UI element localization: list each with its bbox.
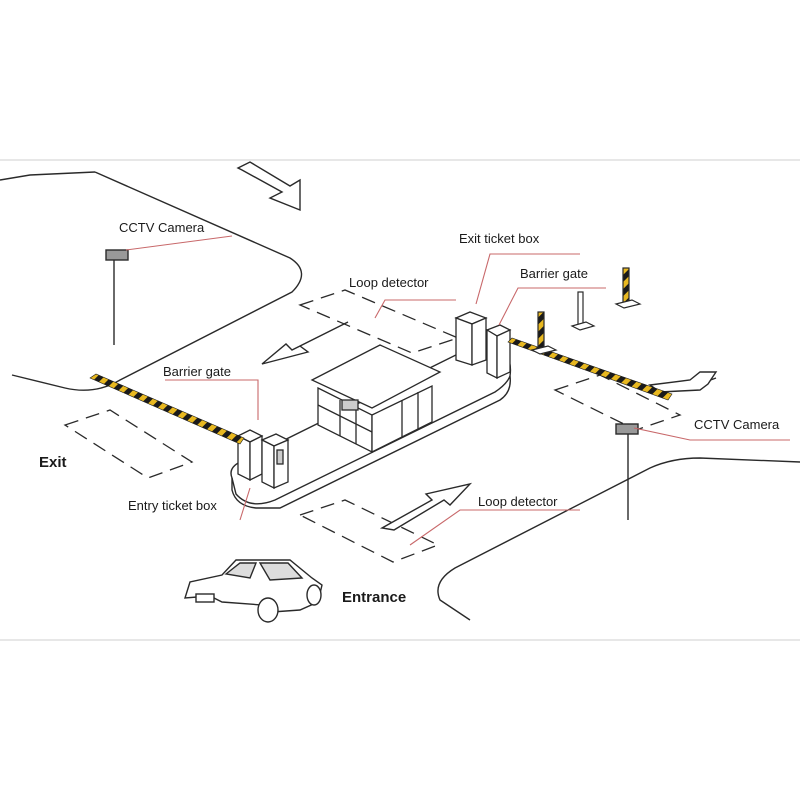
car-wheel-front [257, 597, 279, 623]
entry-ticket-box [236, 429, 290, 490]
label-barrier-gate-left: Barrier gate [163, 364, 231, 379]
barrier-arm-right [507, 337, 673, 401]
arrow-entrance-lane [379, 482, 473, 531]
curb-top-left [11, 171, 303, 391]
car [184, 559, 323, 623]
label-entry-ticket-box: Entry ticket box [128, 498, 217, 513]
exit-ticket-box [454, 311, 512, 380]
arrow-exit-lane [261, 321, 349, 365]
leader-entry-ticket-box [239, 487, 251, 521]
barrier-arm-left [89, 373, 245, 445]
label-loop-detector-top: Loop detector [349, 275, 429, 290]
loop-area-top [298, 289, 460, 354]
loop-areas [63, 289, 682, 563]
leader-loop-detector-bottom [409, 509, 580, 546]
loop-area-right [553, 374, 682, 431]
label-barrier-gate-right: Barrier gate [520, 266, 588, 281]
bollard [614, 267, 642, 309]
leader-barrier-gate-left [165, 379, 259, 420]
label-entrance: Entrance [342, 589, 407, 606]
leader-loop-detector-top [374, 299, 456, 319]
loop-area-entrance [298, 499, 440, 563]
bollard [570, 291, 596, 331]
bollards [530, 267, 642, 355]
label-exit: Exit [39, 454, 67, 471]
arrow-top-in [236, 161, 301, 212]
label-exit-ticket-box: Exit ticket box [459, 231, 540, 246]
loop-area-exit [63, 409, 194, 479]
toll-booth [310, 344, 442, 454]
booth-roof [310, 344, 442, 409]
leader-cctv-left [125, 235, 233, 251]
leader-cctv-right [633, 427, 790, 441]
leader-barrier-gate-right [498, 287, 606, 326]
leader-exit-ticket-box [475, 253, 580, 305]
cctv-camera-right [615, 423, 639, 520]
leader-lines [125, 235, 790, 546]
direction-arrows [236, 161, 718, 531]
label-cctv-camera-left: CCTV Camera [119, 220, 205, 235]
car-wheel-rear [306, 584, 322, 606]
label-loop-detector-bottom: Loop detector [478, 494, 558, 509]
bollard [530, 311, 558, 355]
arrow-right-road [648, 371, 718, 393]
cctv-camera-left [105, 249, 129, 345]
label-cctv-camera-right: CCTV Camera [694, 417, 780, 432]
